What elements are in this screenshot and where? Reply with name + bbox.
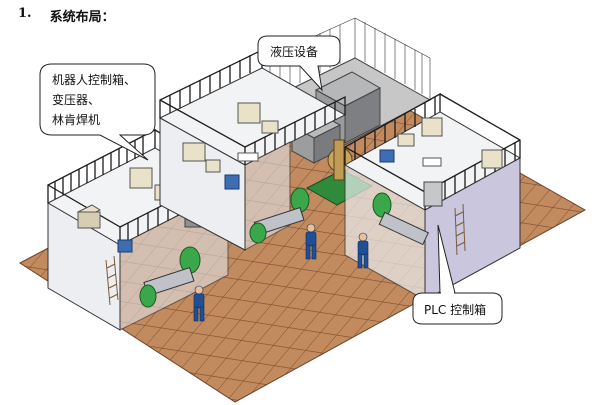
callout-plc-text: PLC 控制箱 [424,302,486,317]
booth-middle [158,48,347,251]
worker [357,232,369,269]
callout-hydraulic-text: 液压设备 [270,44,318,59]
callout-robot-line-1: 机器人控制箱、 [52,72,136,87]
callout-robot-line-2: 变压器、 [52,92,100,107]
worker [193,285,205,322]
section-number: 1. [18,6,32,21]
callout-hydraulic: 液压设备 [257,35,341,92]
callout-plc: PLC 控制箱 [412,224,503,325]
section-heading: 1. 系统布局： [18,6,115,25]
section-title: 系统布局： [49,10,115,25]
callout-robot-controller: 机器人控制箱、 变压器、 林肯焊机 [39,63,156,161]
worker [305,223,317,260]
callout-robot-line-3: 林肯焊机 [52,112,100,127]
plc-cabinet [423,181,443,207]
